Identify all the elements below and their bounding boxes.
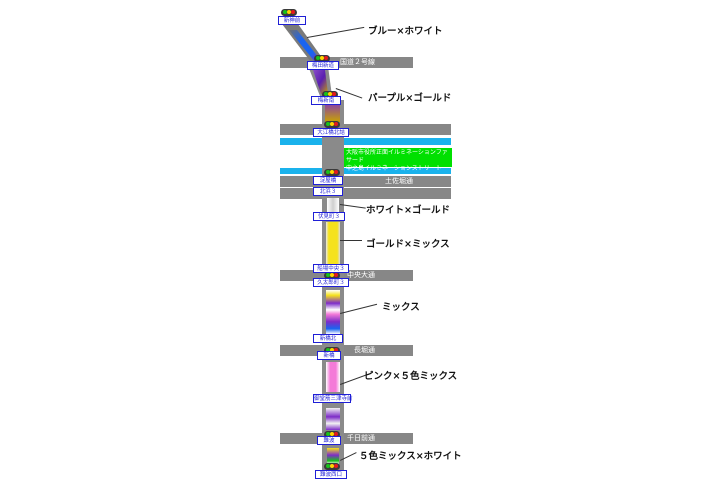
note-line-2: 中之島イルミネーションストリート: [346, 165, 442, 172]
road-label: 国道２号線: [340, 58, 375, 66]
segment-white-gold: [327, 198, 339, 212]
station-label: 大江橋北詰: [313, 128, 349, 137]
station-label: 難波: [317, 436, 341, 445]
station-label: 梅新南: [311, 96, 341, 105]
road-upper1: [280, 124, 451, 135]
road-tosabori: 土佐堀通: [280, 176, 451, 187]
station-label: 伏見町３: [313, 212, 345, 221]
traffic-signal-icon: [322, 91, 338, 98]
illumination-note-box: 大阪市役所正面イルミネーションファサード 中之島イルミネーションストリート: [344, 148, 452, 172]
road-kokudo2: 国道２号線: [280, 57, 413, 68]
station-label: 北浜３: [313, 187, 343, 196]
segment-pink-5mix: [326, 362, 340, 392]
station-label: 淀屋橋: [313, 176, 343, 185]
callout-label: ミックス: [382, 302, 420, 313]
segment-mix: [326, 290, 340, 334]
station-label: 御堂筋三津寺前: [313, 394, 353, 403]
callout-label: ブルー×ホワイト: [368, 26, 443, 37]
callout-label: ５色ミックス×ホワイト: [359, 451, 462, 462]
segment-gold-mix: [326, 222, 340, 264]
callout-label: ゴールド×ミックス: [366, 239, 450, 250]
station-label: 久太郎町３: [313, 278, 349, 287]
segment-5mix-white: [326, 408, 340, 430]
traffic-signal-icon: [324, 272, 340, 279]
river-upper: [280, 138, 451, 145]
traffic-signal-icon: [324, 347, 340, 354]
callout-label: ホワイト×ゴールド: [366, 205, 450, 216]
road-label: 長堀通: [354, 346, 375, 354]
road-label: 千日前通: [347, 434, 375, 442]
traffic-signal-icon: [314, 55, 330, 62]
note-line-1: 大阪市役所正面イルミネーションファサード: [346, 149, 448, 164]
traffic-signal-icon: [324, 463, 340, 470]
station-label: 梅田新道: [307, 61, 339, 70]
traffic-signal-icon: [281, 9, 297, 16]
station-label: 船場中央３: [313, 264, 349, 273]
road-nagahori: 長堀通: [280, 345, 413, 356]
station-label: 新橋: [317, 351, 341, 360]
callout-leader: [340, 303, 378, 314]
road-label: 土佐堀通: [385, 177, 413, 185]
segment-purple-gold: [325, 100, 340, 122]
traffic-signal-icon: [324, 169, 340, 176]
road-chuo: 中央大通: [280, 270, 413, 281]
callout-leader: [340, 240, 362, 241]
callout-label: ピンク×５色ミックス: [364, 371, 458, 382]
station-label: 難波西口: [315, 470, 347, 479]
callout-label: パープル×ゴールド: [368, 93, 452, 104]
road-sennichimae: 千日前通: [280, 433, 413, 444]
traffic-signal-icon: [324, 431, 340, 438]
road-upper2: [280, 188, 451, 199]
river-lower: [280, 168, 451, 174]
road-label: 中央大通: [347, 271, 375, 279]
traffic-signal-icon: [324, 121, 340, 128]
station-label: 新神前: [278, 16, 306, 25]
station-label: 新橋北: [313, 334, 343, 343]
segment-bottom-mix: [327, 448, 339, 464]
